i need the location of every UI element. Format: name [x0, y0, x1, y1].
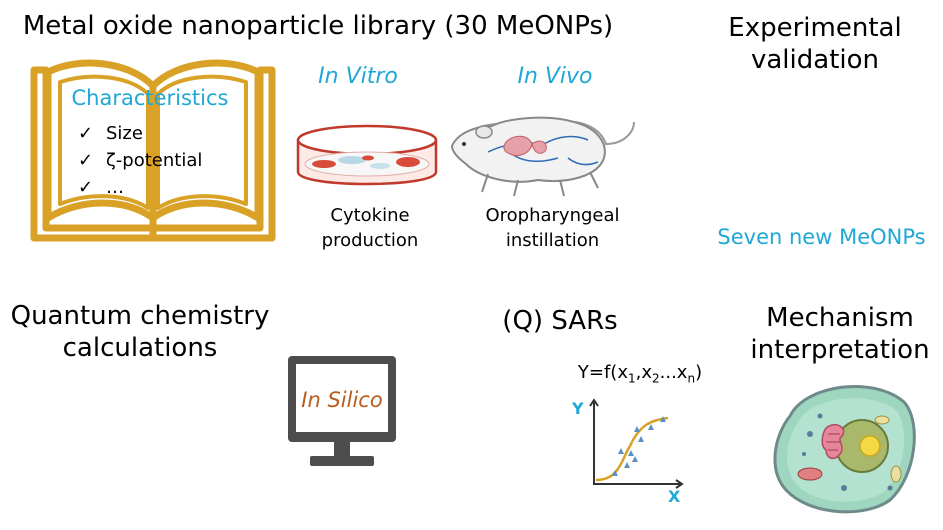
characteristics-heading: Characteristics: [71, 86, 229, 110]
check-icon: ✓: [78, 123, 94, 144]
x-axis-label: X: [668, 487, 681, 506]
characteristics-list: ✓Size ✓ζ-potential ✓…: [78, 120, 202, 201]
monitor-icon: [288, 356, 396, 466]
list-item: ✓ζ-potential: [78, 147, 202, 174]
petri-dish-icon: [296, 124, 438, 186]
list-item: ✓…: [78, 174, 202, 201]
experimental-validation-heading: Experimental: [700, 12, 930, 44]
seven-new-meonps-label: Seven new MeONPs: [717, 225, 926, 249]
check-icon: ✓: [78, 177, 94, 198]
validation-line2: validation: [750, 45, 879, 75]
experimental-line1: Experimental: [728, 13, 902, 43]
qsar-heading: (Q) SARs: [502, 306, 618, 336]
mechanism-heading: Mechanism interpretation: [750, 303, 930, 365]
list-item: ✓Size: [78, 120, 202, 147]
in-silico-label: In Silico: [301, 388, 383, 412]
qsar-formula: Y=f(x1,x2...xn): [577, 362, 703, 386]
cell-icon: [773, 384, 916, 514]
open-book-icon: [30, 59, 276, 242]
qsar-plot-icon: Y X: [571, 398, 684, 506]
quantum-chemistry-heading: Quantum chemistry calculations: [10, 301, 270, 363]
y-axis-label: Y: [571, 399, 584, 418]
in-vivo-caption: Oropharyngeal instillation: [485, 205, 620, 251]
check-icon: ✓: [78, 150, 94, 171]
in-vitro-caption: Cytokine production: [321, 205, 419, 251]
mouse-icon: [450, 116, 635, 197]
in-vivo-label: In Vivo: [517, 64, 593, 89]
library-title: Metal oxide nanoparticle library (30 MeO…: [22, 11, 614, 41]
in-vitro-label: In Vitro: [318, 64, 398, 89]
